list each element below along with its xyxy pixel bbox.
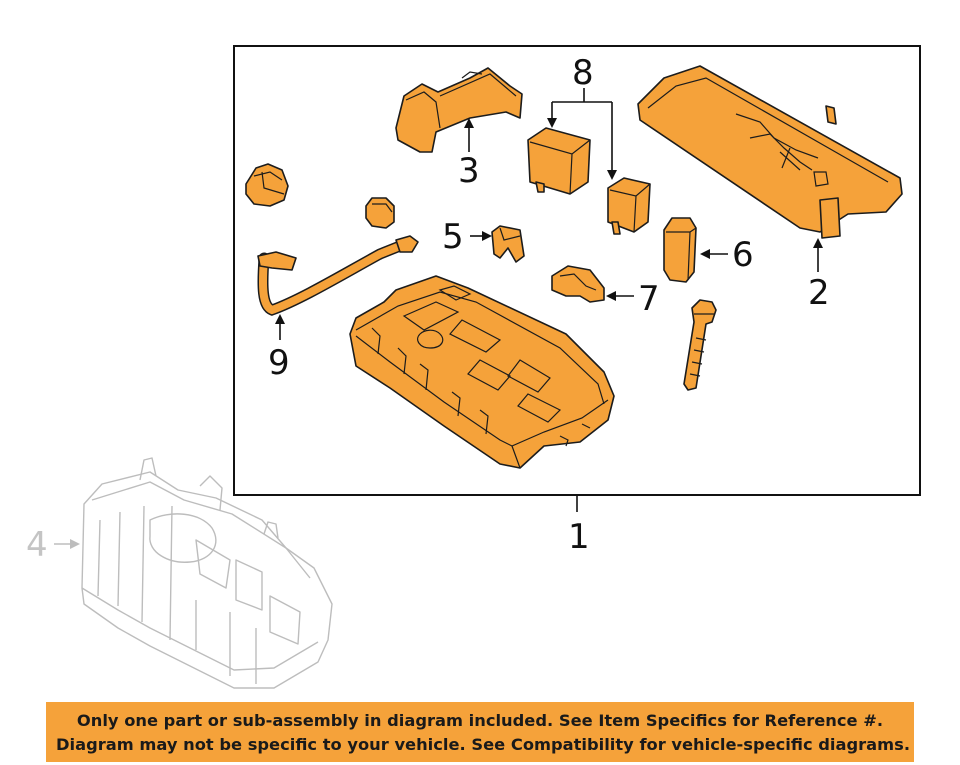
callout-5: 5 <box>442 217 464 257</box>
nut-large <box>245 163 289 207</box>
callout-4: 4 <box>26 525 48 565</box>
leader-lines <box>54 88 823 549</box>
callout-8: 8 <box>572 53 594 93</box>
disclaimer-line-2: Diagram may not be specific to your vehi… <box>56 735 911 754</box>
part-5-clip <box>491 225 525 263</box>
part-8-relay-small <box>607 177 651 235</box>
part-1-fuse-box <box>349 275 615 469</box>
part-9-cable <box>257 235 419 316</box>
nut-small <box>365 197 395 229</box>
part-2-cover <box>637 65 903 239</box>
callout-3: 3 <box>458 151 480 191</box>
callout-2: 2 <box>808 273 830 313</box>
part-4-lower-housing <box>81 457 333 689</box>
disclaimer-banner: Only one part or sub-assembly in diagram… <box>46 702 914 762</box>
part-3-terminal-cover <box>395 67 523 153</box>
callout-6: 6 <box>732 235 754 275</box>
part-7-bracket <box>551 265 605 303</box>
part-8-relay-large <box>527 127 591 195</box>
part-6-fuse <box>663 217 697 283</box>
callout-9: 9 <box>268 343 290 383</box>
callout-7: 7 <box>638 279 660 319</box>
bolt <box>683 299 717 391</box>
disclaimer-line-1: Only one part or sub-assembly in diagram… <box>76 711 884 730</box>
callout-1: 1 <box>568 517 590 557</box>
